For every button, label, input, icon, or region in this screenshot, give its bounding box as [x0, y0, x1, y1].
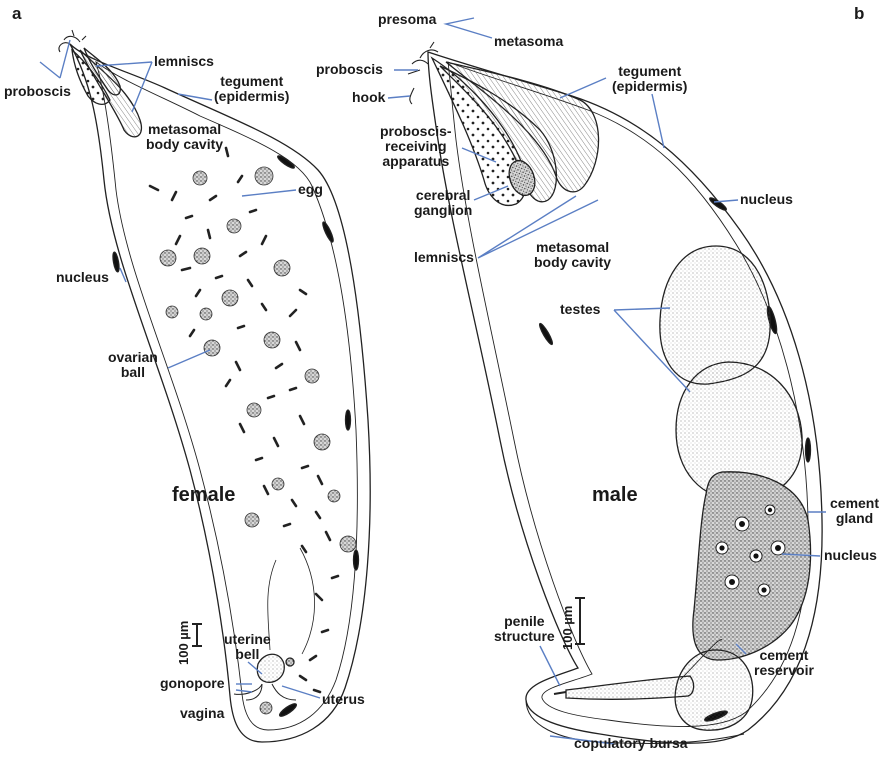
panel-label-b: b: [854, 6, 864, 21]
female-label-ovarian-ball: ovarian ball: [108, 350, 158, 380]
female-label-egg: egg: [298, 182, 323, 197]
male-testis-anterior: [660, 246, 770, 384]
female-label-vagina: vagina: [180, 706, 224, 721]
female-scale-label: 100 µm: [176, 621, 191, 665]
male-label-cement-gland: cement gland: [830, 496, 879, 526]
male-label-receiving-apparatus: proboscis- receiving apparatus: [380, 124, 452, 169]
male-specimen: [408, 42, 822, 744]
male-label-hook: hook: [352, 90, 385, 105]
female-eggs: [150, 148, 338, 692]
male-proboscis: [408, 42, 438, 104]
male-label-proboscis: proboscis: [316, 62, 383, 77]
male-sex-label: male: [592, 484, 638, 506]
panel-label-a: a: [12, 6, 21, 21]
male-label-nucleus: nucleus: [740, 192, 793, 207]
female-sex-label: female: [172, 484, 235, 506]
female-label-body-cavity: metasomal body cavity: [146, 122, 223, 152]
male-label-tegument: tegument (epidermis): [612, 64, 687, 94]
female-body-wall-inner: [96, 62, 357, 730]
female-label-gonopore: gonopore: [160, 676, 225, 691]
female-label-uterine-bell: uterine bell: [224, 632, 271, 662]
male-label-copulatory-bursa: copulatory bursa: [574, 736, 688, 751]
male-label-nucleus-2: nucleus: [824, 548, 877, 563]
male-scale-label: 100 µm: [560, 606, 575, 650]
female-label-nucleus: nucleus: [56, 270, 109, 285]
male-label-body-cavity: metasomal body cavity: [534, 240, 611, 270]
female-label-lemniscs: lemniscs: [154, 54, 214, 69]
female-label-tegument: tegument (epidermis): [214, 74, 289, 104]
male-label-lemniscs: lemniscs: [414, 250, 474, 265]
female-label-uterus: uterus: [322, 692, 365, 707]
male-label-presoma: presoma: [378, 12, 436, 27]
male-penile-structure: [566, 676, 694, 699]
male-label-metasoma: metasoma: [494, 34, 563, 49]
male-cement-gland: [693, 472, 811, 660]
male-label-testes: testes: [560, 302, 600, 317]
male-label-cerebral-ganglion: cerebral ganglion: [414, 188, 472, 218]
female-label-proboscis: proboscis: [4, 84, 71, 99]
female-uterus: [246, 684, 296, 700]
male-label-penile-structure: penile structure: [494, 614, 555, 644]
male-label-cement-reservoir: cement reservoir: [754, 648, 814, 678]
